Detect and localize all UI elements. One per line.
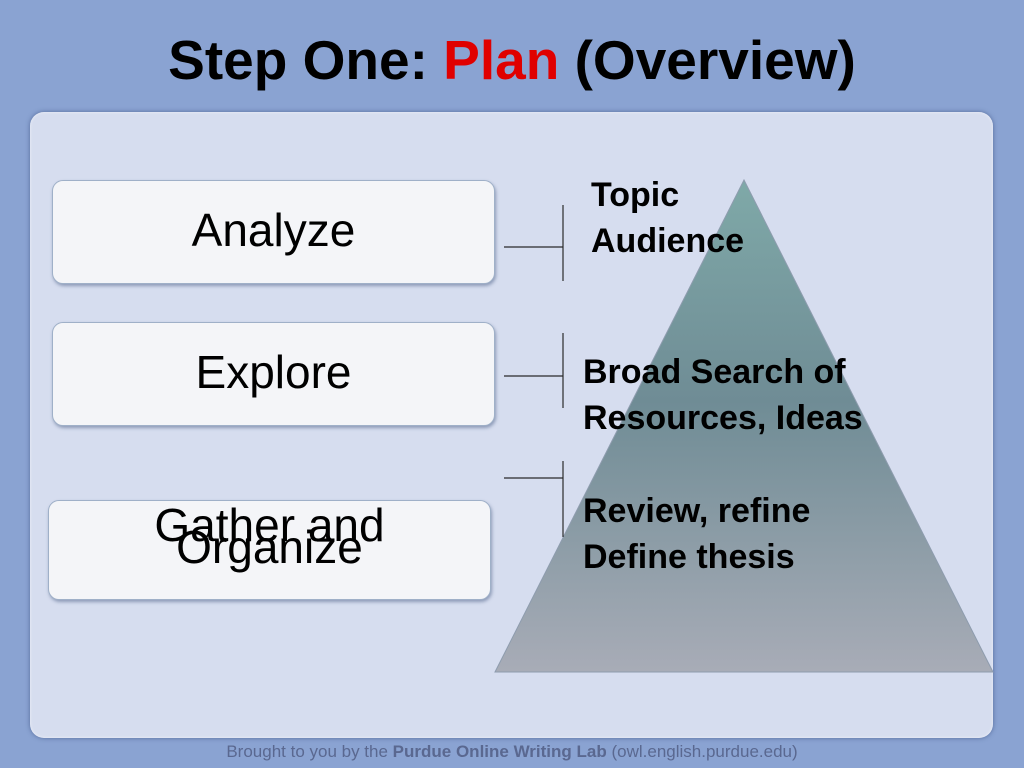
detail-explore-line-2: Resources, Ideas — [583, 399, 863, 437]
connector-analyze — [504, 205, 564, 281]
step-box-explore: Explore — [52, 322, 495, 426]
connector-explore — [504, 333, 564, 408]
footer-prefix: Brought to you by the — [226, 742, 388, 761]
step-label-explore: Explore — [195, 346, 352, 398]
detail-gather-line-1: Review, refine — [583, 492, 811, 530]
detail-gather: Review, refine Define thesis — [583, 488, 810, 580]
footer-credit: Brought to you by the Purdue Online Writ… — [0, 742, 1024, 762]
pyramid-shape — [494, 178, 994, 673]
step-label-gather-line-2: Organize — [176, 521, 363, 573]
step-label-gather-line-1: Gather and — [154, 499, 385, 551]
step-label-analyze: Analyze — [191, 204, 356, 256]
detail-analyze-line-1: Topic — [591, 176, 680, 214]
detail-explore: Broad Search of Resources, Ideas — [583, 349, 863, 441]
footer-org: Purdue Online Writing Lab — [392, 742, 607, 761]
step-box-analyze: Analyze — [52, 180, 495, 284]
title-suffix: (Overview) — [574, 29, 856, 91]
detail-analyze: Topic Audience — [591, 172, 744, 264]
slide-title: Step One: Plan (Overview) — [0, 28, 1024, 92]
footer-url: (owl.english.purdue.edu) — [611, 742, 798, 761]
connector-gather — [504, 461, 564, 537]
detail-explore-line-1: Broad Search of — [583, 353, 846, 391]
title-accent: Plan — [443, 29, 560, 91]
detail-gather-line-2: Define thesis — [583, 538, 795, 576]
step-box-gather: Gather and Organize — [48, 500, 491, 600]
detail-analyze-line-2: Audience — [591, 222, 745, 260]
title-prefix: Step One: — [168, 29, 428, 91]
